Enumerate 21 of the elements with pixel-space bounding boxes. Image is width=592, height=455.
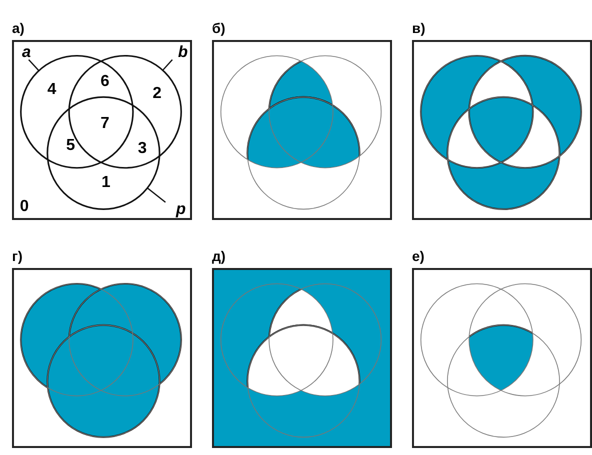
panel-label: е) (412, 248, 424, 264)
universal-set-label: 0 (20, 199, 29, 216)
set-label: p (176, 202, 186, 218)
region-number: 4 (47, 82, 56, 98)
leader-line (162, 59, 173, 71)
region-number: 3 (138, 141, 147, 158)
region-number: 1 (102, 174, 110, 191)
leader-line (147, 187, 166, 203)
panel-label: а) (12, 20, 24, 36)
region-number: 5 (66, 138, 75, 154)
leader-line (28, 59, 40, 72)
region-number: 7 (100, 116, 110, 132)
region-number: 2 (152, 86, 162, 102)
panel-label: б) (212, 20, 226, 36)
set-circle (46, 96, 160, 210)
panel-label: г) (12, 248, 22, 264)
panel-label: в) (412, 20, 426, 36)
panel-label: д) (212, 248, 226, 264)
region-number: 6 (100, 74, 110, 90)
set-label: a (22, 45, 31, 61)
set-label: b (178, 45, 188, 61)
